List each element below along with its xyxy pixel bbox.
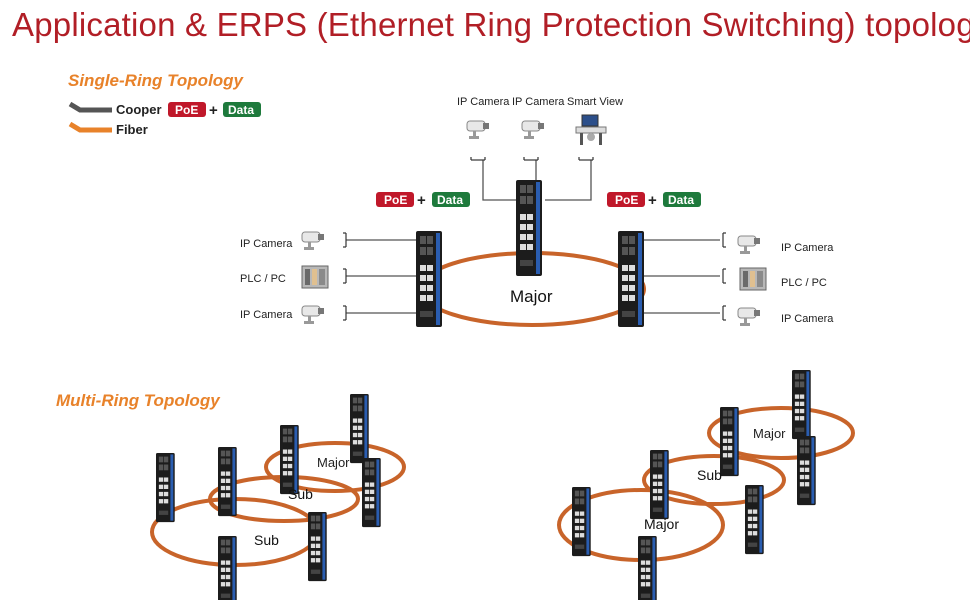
left-poe-badge [376, 192, 414, 207]
right-device-label-2: PLC / PC [781, 277, 827, 289]
switch [797, 436, 816, 506]
switch [218, 536, 237, 600]
legend-plus: + [209, 102, 218, 119]
multi-ring-right: Major Sub Major [557, 370, 855, 600]
single-ring: Major IP Camera IP Camera Smart View PoE… [240, 96, 834, 327]
right-major-top-label: Major [753, 426, 786, 441]
multi-ring-left: Major Sub Sub [150, 394, 406, 600]
right-poe-label: PoE [615, 193, 638, 207]
left-major-label: Major [317, 455, 350, 470]
right-major-bottom-label: Major [644, 516, 679, 532]
legend: Cooper PoE + Data Fiber [68, 101, 261, 137]
legend-poe-label: PoE [175, 103, 198, 117]
switch-right [618, 231, 644, 327]
ip-camera-icon [466, 120, 490, 140]
switch [572, 487, 591, 557]
fiber-legend-line [68, 121, 112, 133]
legend-poe-badge [168, 102, 206, 117]
multi-ring-heading: Multi-Ring Topology [56, 391, 220, 410]
switch [156, 453, 175, 523]
switch [280, 425, 299, 495]
switch [650, 450, 669, 520]
switch-left [416, 231, 442, 327]
ip-camera-icon [521, 120, 545, 140]
single-ring-heading: Single-Ring Topology [68, 71, 244, 90]
major-ring-top [707, 406, 855, 460]
sub-ring [642, 454, 786, 506]
legend-data-badge [223, 102, 261, 117]
legend-fiber-label: Fiber [116, 122, 148, 137]
copper-legend-line [68, 101, 112, 113]
ip-camera-icon [737, 235, 761, 255]
smart-view-icon [575, 114, 607, 146]
right-sub-label: Sub [697, 467, 722, 483]
left-sub-outer-label: Sub [254, 532, 279, 548]
left-data-badge [432, 192, 470, 207]
switch [308, 512, 327, 582]
switch [792, 370, 811, 440]
ip-camera-icon [301, 305, 325, 325]
right-data-label: Data [668, 193, 694, 207]
ip-camera-icon [301, 231, 325, 251]
switch [745, 485, 764, 555]
switch-top [516, 180, 542, 276]
top-device-label-3: Smart View [567, 96, 623, 108]
plc-pc-icon [301, 265, 329, 289]
major-ring [264, 441, 406, 493]
right-plus: + [648, 192, 657, 209]
plc-pc-icon [739, 267, 767, 291]
switch [350, 394, 369, 464]
right-poe-badge [607, 192, 645, 207]
top-device-label-1: IP Camera [457, 96, 510, 108]
left-sub-inner-label: Sub [288, 486, 313, 502]
left-device-label-3: IP Camera [240, 309, 293, 321]
single-ring-major-label: Major [510, 287, 553, 306]
right-device-label-3: IP Camera [781, 313, 834, 325]
ip-camera-icon [737, 307, 761, 327]
left-data-label: Data [437, 193, 463, 207]
legend-copper-label: Cooper [116, 102, 162, 117]
right-device-label-1: IP Camera [781, 242, 834, 254]
left-plus: + [417, 192, 426, 209]
left-device-label-1: IP Camera [240, 238, 293, 250]
left-device-label-2: PLC / PC [240, 273, 286, 285]
switch [218, 447, 237, 517]
switch [638, 536, 657, 600]
left-poe-label: PoE [384, 193, 407, 207]
legend-data-label: Data [228, 103, 254, 117]
top-device-label-2: IP Camera [512, 96, 565, 108]
page-title: Application & ERPS (Ethernet Ring Protec… [12, 6, 970, 43]
right-data-badge [663, 192, 701, 207]
switch [362, 458, 381, 528]
switch [720, 407, 739, 477]
